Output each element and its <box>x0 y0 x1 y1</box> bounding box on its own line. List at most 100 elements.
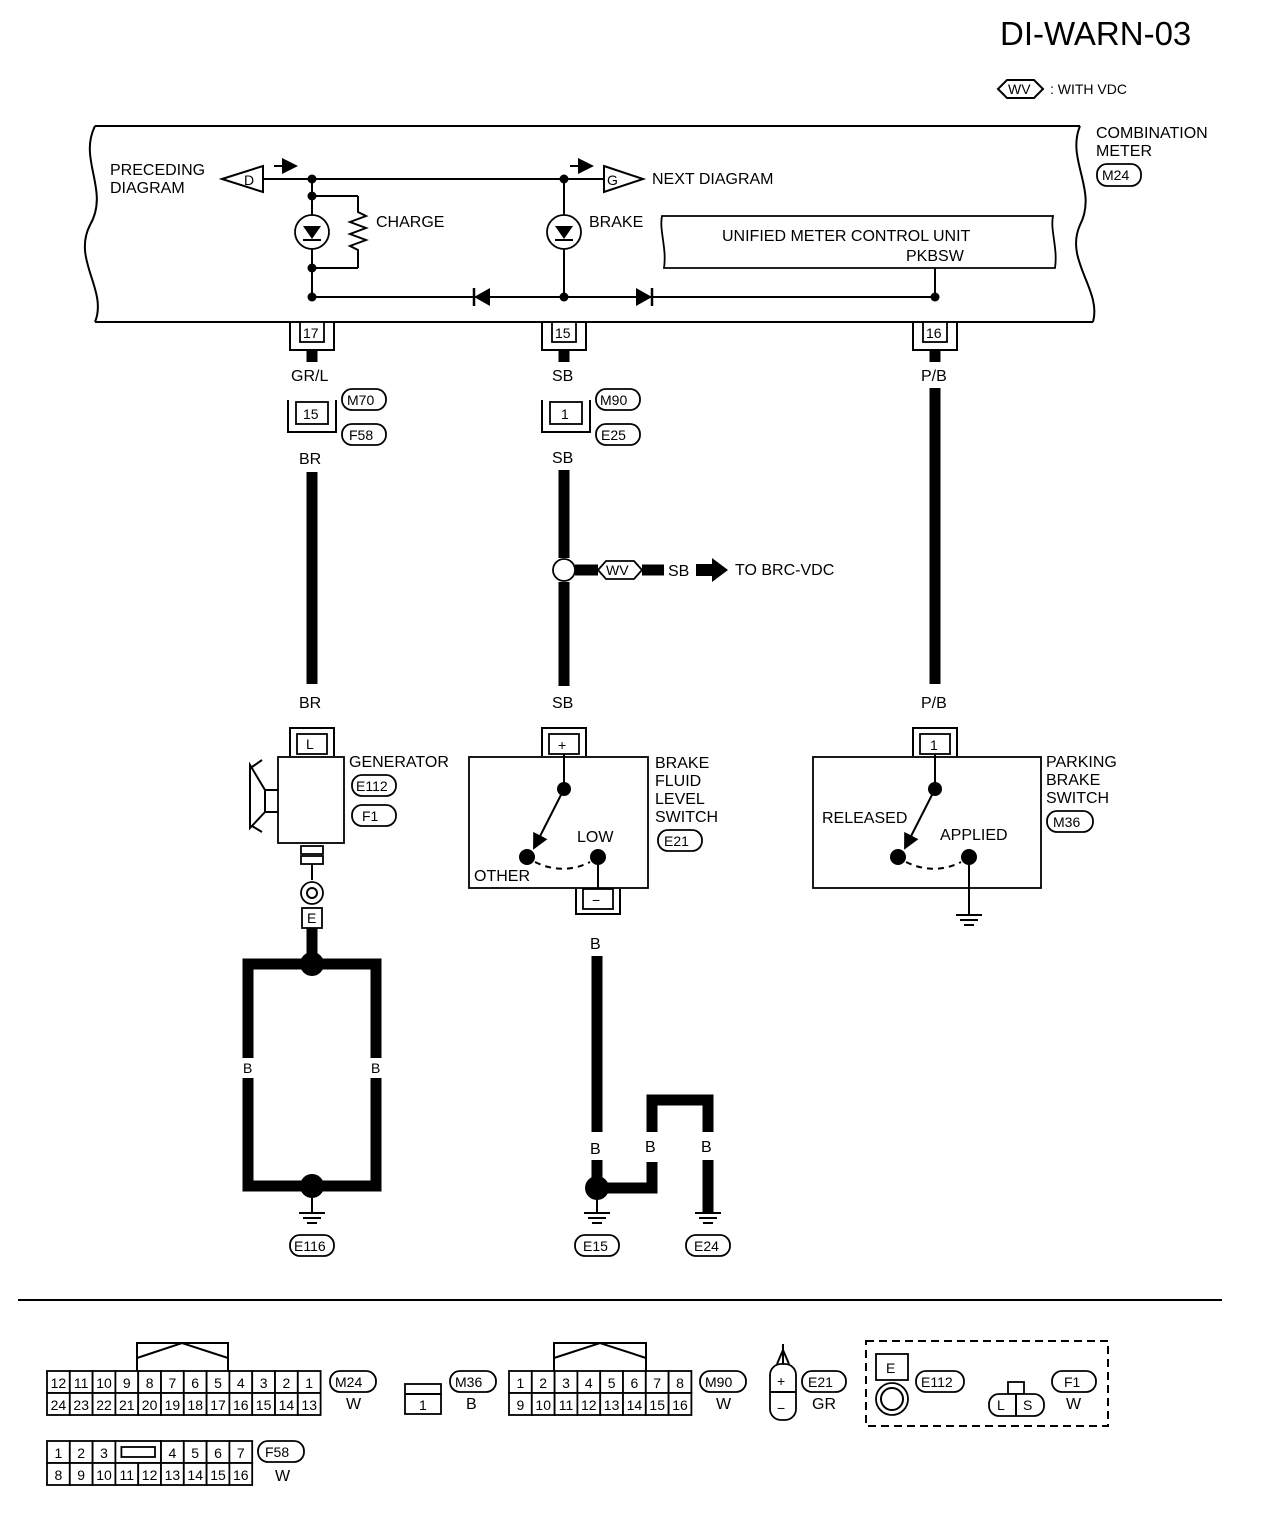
preceding-text-2: DIAGRAM <box>110 180 185 197</box>
svg-text:20: 20 <box>142 1397 158 1413</box>
svg-text:13: 13 <box>604 1397 620 1413</box>
svg-text:23: 23 <box>73 1397 89 1413</box>
unit-label: UNIFIED METER CONTROL UNIT <box>722 228 971 245</box>
svg-text:24: 24 <box>51 1397 67 1413</box>
meter-connector-badge <box>1096 163 1142 187</box>
svg-text:13: 13 <box>301 1397 317 1413</box>
m36-color: B <box>466 1396 477 1413</box>
connector-view-e21: + − <box>769 1344 797 1421</box>
meter-pin-16-label: 16 <box>926 325 942 341</box>
m24-pin-13: 13 <box>296 1392 322 1416</box>
joint-mid-top: M90 <box>600 392 627 408</box>
f58-pin-4: 4 <box>160 1440 185 1464</box>
svg-text:18: 18 <box>187 1397 203 1413</box>
svg-text:15: 15 <box>256 1397 272 1413</box>
f58-badge <box>257 1440 305 1463</box>
svg-text:13: 13 <box>165 1467 181 1483</box>
wire-b-jumper-high <box>646 1094 714 1132</box>
m90-color: W <box>716 1396 732 1413</box>
f58-pin-11: 11 <box>114 1462 140 1486</box>
ground-e116: E116 <box>294 1238 326 1254</box>
preceding-text-1: PRECEDING <box>110 162 205 179</box>
legend: WV : WITH VDC <box>996 79 1127 99</box>
m36-pin: 1 <box>419 1397 427 1413</box>
generator-conn2-badge <box>351 804 397 827</box>
m90-pin-7: 7 <box>644 1370 670 1394</box>
f58-pin-7: 7 <box>228 1440 254 1464</box>
wire-b-label-4: B <box>701 1139 712 1156</box>
wire-left-bot-label: BR <box>299 695 321 712</box>
svg-text:14: 14 <box>279 1397 295 1413</box>
next-flag <box>603 164 647 194</box>
m24-pin-21: 21 <box>114 1392 140 1416</box>
svg-text:6: 6 <box>214 1445 222 1461</box>
svg-text:14: 14 <box>187 1467 203 1483</box>
wire-left-mid-label: BR <box>299 451 321 468</box>
svg-text:6: 6 <box>631 1375 639 1391</box>
e21-badge <box>801 1370 847 1393</box>
meter-title-1: COMBINATION <box>1096 125 1208 142</box>
vdc-tag: WV <box>606 562 629 578</box>
preceding-tag: D <box>244 172 254 188</box>
wire-mid-bot-label: SB <box>552 695 573 712</box>
svg-text:12: 12 <box>581 1397 597 1413</box>
brake-fluid-switch: + − <box>468 727 649 915</box>
m90-pin-6: 6 <box>622 1370 647 1394</box>
m24-id: M24 <box>335 1374 362 1390</box>
svg-text:19: 19 <box>165 1397 181 1413</box>
wire-right-bot-label: P/B <box>921 695 947 712</box>
f1-id: F1 <box>1064 1374 1081 1390</box>
parking-brake-switch: 1 <box>812 727 1042 926</box>
f58-pin-15: 15 <box>205 1462 231 1486</box>
e21-color: GR <box>812 1396 836 1413</box>
svg-text:2: 2 <box>539 1375 547 1391</box>
connector-view-m90 <box>553 1341 647 1371</box>
brake-fluid-connector: E21 <box>664 833 689 849</box>
e112-badge <box>915 1370 965 1393</box>
charge-lamp-icon <box>294 214 330 250</box>
m90-pin-9: 9 <box>508 1392 533 1416</box>
e21-plus: + <box>777 1373 785 1389</box>
svg-text:3: 3 <box>562 1375 570 1391</box>
svg-text:22: 22 <box>96 1397 112 1413</box>
svg-text:8: 8 <box>676 1375 684 1391</box>
m24-pin-5: 5 <box>205 1370 231 1394</box>
joint-left-pin: 15 <box>303 406 319 422</box>
parking-brake-line2: BRAKE <box>1046 772 1100 789</box>
f1-pin-l: L <box>997 1397 1005 1413</box>
preceding-flag <box>218 164 264 194</box>
brake-fluid-other: OTHER <box>474 868 530 885</box>
lower-bus <box>307 268 940 302</box>
f1-pin-s: S <box>1023 1397 1032 1413</box>
brake-fluid-pin-minus: − <box>592 892 600 908</box>
ground-e15: E15 <box>583 1238 608 1254</box>
m24-pin-15: 15 <box>251 1392 276 1416</box>
m24-pin-8: 8 <box>137 1370 162 1394</box>
brake-lamp-icon <box>546 214 582 250</box>
f1-color: W <box>1066 1396 1082 1413</box>
parking-brake-applied: APPLIED <box>940 827 1008 844</box>
svg-text:5: 5 <box>214 1375 222 1391</box>
svg-text:9: 9 <box>517 1397 525 1413</box>
generator-component: L E <box>249 727 345 929</box>
connector-view-e112-f1: E L S <box>865 1340 1109 1427</box>
f58-pin-14: 14 <box>182 1462 208 1486</box>
ground-icon-e15 <box>584 1200 610 1224</box>
charge-label: CHARGE <box>376 214 444 231</box>
m90-pin-5: 5 <box>599 1370 624 1394</box>
svg-text:11: 11 <box>559 1397 574 1413</box>
page-code: DI-WARN-03 <box>1000 15 1191 52</box>
svg-text:4: 4 <box>585 1375 593 1391</box>
f58-pin-10: 10 <box>91 1462 117 1486</box>
e21-minus: − <box>777 1400 785 1416</box>
m24-pin-11: 11 <box>68 1370 94 1394</box>
next-tag: G <box>607 172 618 188</box>
generator-conn1: E112 <box>356 778 388 794</box>
joint-left-bot: F58 <box>349 427 373 443</box>
wire-left-top-label: GR/L <box>291 368 328 385</box>
m24-pin-2: 2 <box>274 1370 299 1394</box>
svg-text:3: 3 <box>100 1445 108 1461</box>
m90-pin-1: 1 <box>508 1370 533 1394</box>
joint-mid-pin: 1 <box>561 406 569 422</box>
f58-pin-12: 12 <box>137 1462 162 1486</box>
